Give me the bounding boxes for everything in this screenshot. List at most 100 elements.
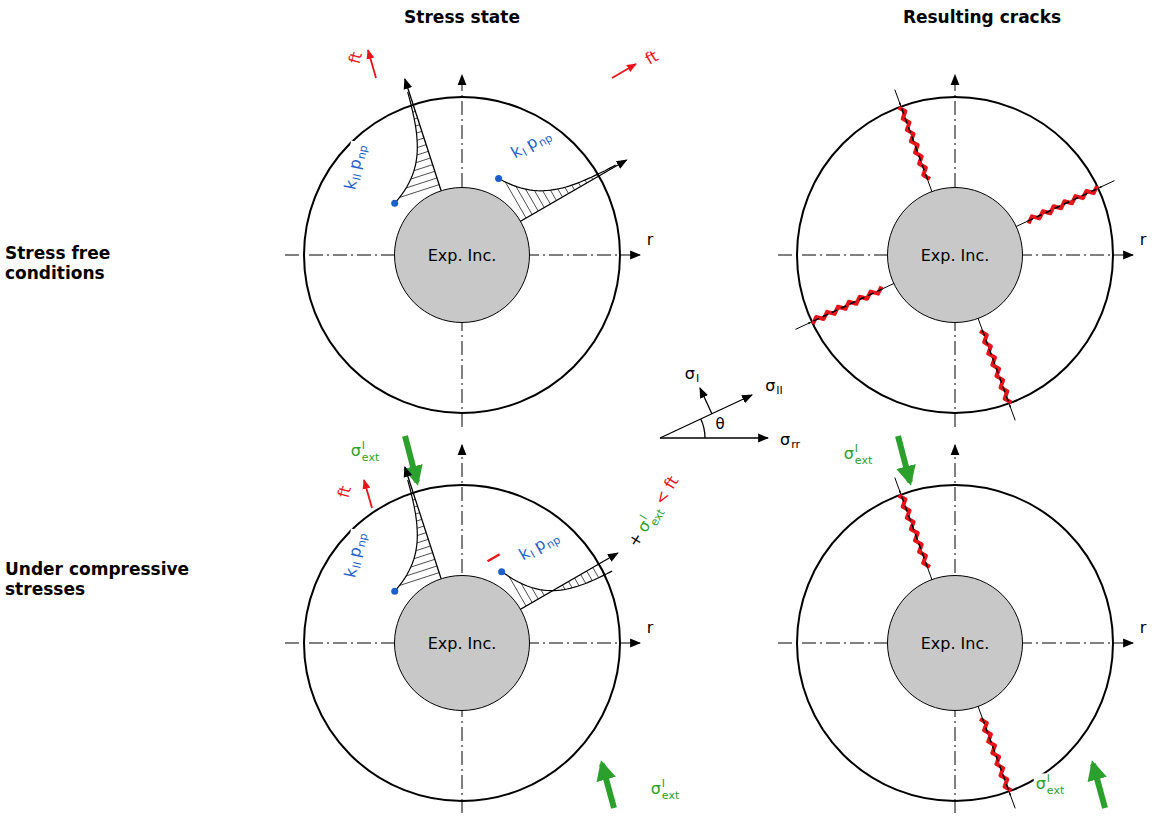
symbol-label: σ	[685, 365, 695, 383]
stress-axes-sketch	[660, 388, 768, 438]
inclusion-label: Exp. Inc.	[921, 634, 990, 653]
crack	[899, 495, 930, 567]
hatch-line	[417, 145, 426, 148]
crack-dash	[900, 491, 928, 568]
hatch-line	[569, 582, 573, 588]
hatch-line	[415, 513, 419, 514]
label-group: ft	[334, 482, 356, 502]
hatch-line	[532, 588, 539, 599]
subscript: ext	[362, 452, 379, 464]
crack-line	[976, 701, 1015, 808]
inclusion-label: Exp. Inc.	[921, 246, 990, 265]
script-pair: Iext	[662, 778, 679, 801]
label-group: r	[645, 231, 656, 249]
label-group: r	[1138, 619, 1149, 637]
column-heading: Under compressive stresses	[5, 559, 189, 599]
inclusion-circle: Exp. Inc.	[887, 187, 1023, 323]
crack-dash	[982, 330, 1010, 407]
hatch-line	[413, 499, 416, 501]
subscript: np	[356, 532, 371, 548]
label-group: Resulting cracks	[901, 8, 1063, 28]
label-group: Stress state	[402, 8, 522, 28]
symbol-label: r	[647, 619, 654, 637]
symbol-label: ft	[335, 484, 356, 500]
column-heading: Stress free conditions	[5, 243, 110, 283]
drawing-part	[364, 480, 372, 508]
symbol-label: r	[1140, 619, 1147, 637]
hatch-line	[416, 519, 421, 521]
column-heading: Resulting cracks	[903, 8, 1061, 28]
label-group: kIpnp	[506, 124, 556, 163]
drawing-part	[701, 419, 705, 438]
hatch-line	[414, 165, 433, 171]
hatch-line	[516, 186, 532, 214]
hatch-line	[411, 171, 435, 179]
subscript: ext	[1047, 785, 1064, 797]
symbol-label: ft	[346, 50, 367, 66]
hatch-line	[406, 178, 437, 188]
tensile-strength-tick	[488, 554, 500, 561]
hatch-line	[550, 190, 556, 200]
hatch-line	[578, 183, 580, 187]
symbol-label: θ	[715, 416, 724, 433]
hatch-line	[593, 568, 599, 578]
crack-dash	[982, 718, 1010, 795]
hatch-line	[416, 158, 431, 163]
hatch-line	[587, 571, 593, 581]
hatch-line	[591, 177, 592, 179]
superscript: I	[855, 443, 872, 455]
label-group: σI	[683, 365, 701, 383]
superscript: I	[662, 778, 679, 790]
crack-line	[976, 313, 1015, 420]
label-group: kIpnp	[514, 526, 564, 565]
hatch-line	[581, 575, 586, 584]
hatch-line	[585, 180, 587, 183]
stress-curve	[395, 480, 418, 592]
inclusion-circle: Exp. Inc.	[394, 187, 530, 323]
column-heading: Stress state	[404, 8, 520, 28]
hatch-line	[565, 187, 569, 193]
hatch-line	[521, 583, 532, 602]
crack	[980, 719, 1011, 791]
subscript: np	[356, 144, 371, 160]
drawing-part	[612, 64, 636, 78]
label-group: σrr	[778, 431, 802, 449]
hatch-line	[411, 559, 435, 567]
crack-dash	[808, 289, 882, 324]
drawing-part	[898, 436, 910, 482]
hatch-line	[417, 138, 424, 140]
subscript: ext	[662, 790, 679, 802]
row-heading: Stress free conditions	[5, 244, 190, 283]
stress-dot	[391, 588, 398, 595]
hatch-line	[416, 546, 431, 551]
crack-line	[795, 281, 898, 329]
hatch-line	[415, 125, 419, 126]
label-group: ft	[345, 48, 367, 68]
script-pair: Iext	[1047, 773, 1064, 796]
label-group: σIext	[842, 443, 875, 466]
drawing-part	[797, 97, 1113, 413]
hatch-line	[572, 185, 575, 190]
hatch-line	[417, 151, 428, 155]
row-heading: Under compressive stresses	[5, 560, 190, 599]
hatch-line	[541, 590, 544, 596]
superscript: I	[362, 440, 379, 452]
superscript: I	[1047, 773, 1064, 785]
subscript: I	[696, 373, 699, 386]
hatch-line	[414, 506, 417, 507]
crack-dash	[900, 103, 928, 180]
hatch-line	[575, 578, 579, 586]
hatch-line	[414, 118, 417, 119]
hatch-line	[414, 553, 433, 559]
symbol-label: r	[1140, 231, 1147, 249]
script-pair: Iext	[362, 440, 379, 463]
tensile-strength-arrow	[364, 50, 636, 508]
stress-dot	[498, 568, 505, 575]
drawing-part	[700, 388, 712, 414]
drawing-part	[368, 50, 376, 78]
crack-line	[895, 478, 934, 585]
symbol-label: σ	[351, 443, 361, 461]
drawing-part	[602, 764, 614, 808]
label-group: σIext	[349, 440, 382, 463]
label-group: r	[1138, 231, 1149, 249]
